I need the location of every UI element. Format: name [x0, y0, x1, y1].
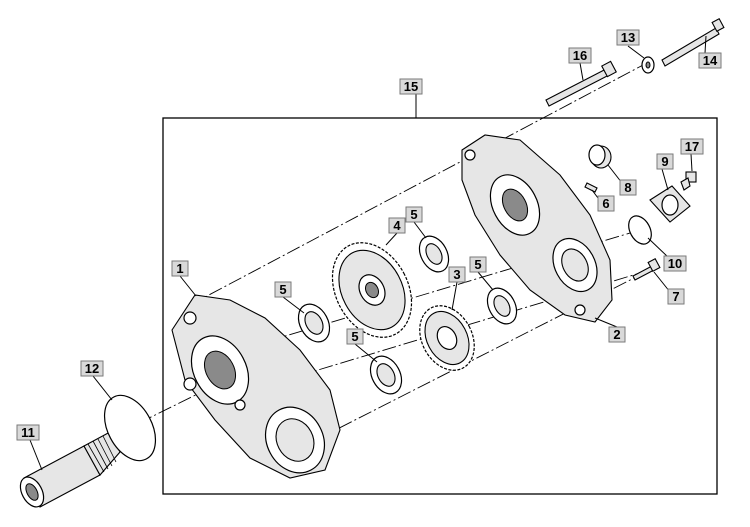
leader-lines — [29, 35, 707, 471]
callout-5b: 5 — [405, 206, 423, 223]
axis-bolt-upper — [189, 63, 646, 306]
part-9-cover-plate — [649, 185, 691, 223]
callout-2-text: 2 — [613, 327, 620, 342]
callout-5a-text: 5 — [279, 282, 286, 297]
callout-3-text: 3 — [453, 267, 460, 282]
callout-5b-text: 5 — [410, 207, 417, 222]
callout-1-text: 1 — [176, 261, 183, 276]
part-3-small-gear — [419, 305, 475, 371]
callout-6-text: 6 — [602, 196, 609, 211]
callout-12: 12 — [80, 360, 104, 377]
callout-1: 1 — [171, 260, 189, 277]
callout-8: 8 — [619, 179, 637, 196]
callout-15: 15 — [399, 78, 423, 95]
callout-7-text: 7 — [672, 289, 679, 304]
part-5-bearing-d — [486, 287, 518, 325]
callout-10: 10 — [663, 255, 687, 272]
part-16-long-bolt — [545, 60, 617, 107]
callout-6: 6 — [597, 195, 615, 212]
part-12-o-ring — [103, 394, 157, 462]
callout-5d: 5 — [346, 328, 364, 345]
callout-13-text: 13 — [621, 30, 635, 45]
callout-5a: 5 — [274, 281, 292, 298]
callout-3: 3 — [448, 266, 466, 283]
callout-8-text: 8 — [624, 180, 631, 195]
callout-14-text: 14 — [703, 53, 718, 68]
callout-17: 17 — [680, 138, 704, 155]
callout-5c: 5 — [469, 256, 487, 273]
part-17-bolt — [680, 171, 697, 191]
part-2-rear-housing — [461, 134, 613, 323]
callout-16-text: 16 — [573, 48, 587, 63]
callout-15-text: 15 — [404, 79, 418, 94]
part-1-front-housing — [171, 294, 341, 479]
part-5-bearing-b — [369, 355, 403, 395]
part-7-bolt — [632, 257, 661, 281]
part-10-o-ring — [628, 215, 652, 245]
callout-9: 9 — [656, 153, 674, 170]
part-13-washer — [641, 56, 655, 74]
callout-11-text: 11 — [21, 425, 35, 440]
callout-10-text: 10 — [668, 256, 682, 271]
callout-9-text: 9 — [661, 154, 668, 169]
part-4-large-gear — [331, 242, 413, 338]
callout-14: 14 — [698, 52, 722, 69]
callout-11: 11 — [16, 424, 40, 441]
callout-13: 13 — [616, 29, 640, 46]
part-6-pin — [584, 182, 598, 193]
part-11-input-shaft — [19, 431, 121, 508]
part-8-plug — [588, 144, 612, 169]
callout-12-text: 12 — [85, 361, 99, 376]
callout-5d-text: 5 — [351, 329, 358, 344]
callout-4-text: 4 — [393, 218, 401, 233]
callout-4: 4 — [388, 217, 406, 234]
assembly-frame — [162, 117, 718, 495]
callout-2: 2 — [608, 326, 626, 343]
callout-5c-text: 5 — [474, 257, 481, 272]
callout-labels: 1 2 3 4 5 5 5 5 6 7 8 9 10 11 12 13 14 1… — [16, 29, 722, 441]
part-5-bearing-a — [297, 303, 331, 343]
part-14-long-bolt — [661, 17, 725, 67]
callout-16: 16 — [568, 47, 592, 64]
callout-17-text: 17 — [685, 139, 699, 154]
part-5-bearing-c — [418, 235, 450, 273]
callout-7: 7 — [667, 288, 685, 305]
